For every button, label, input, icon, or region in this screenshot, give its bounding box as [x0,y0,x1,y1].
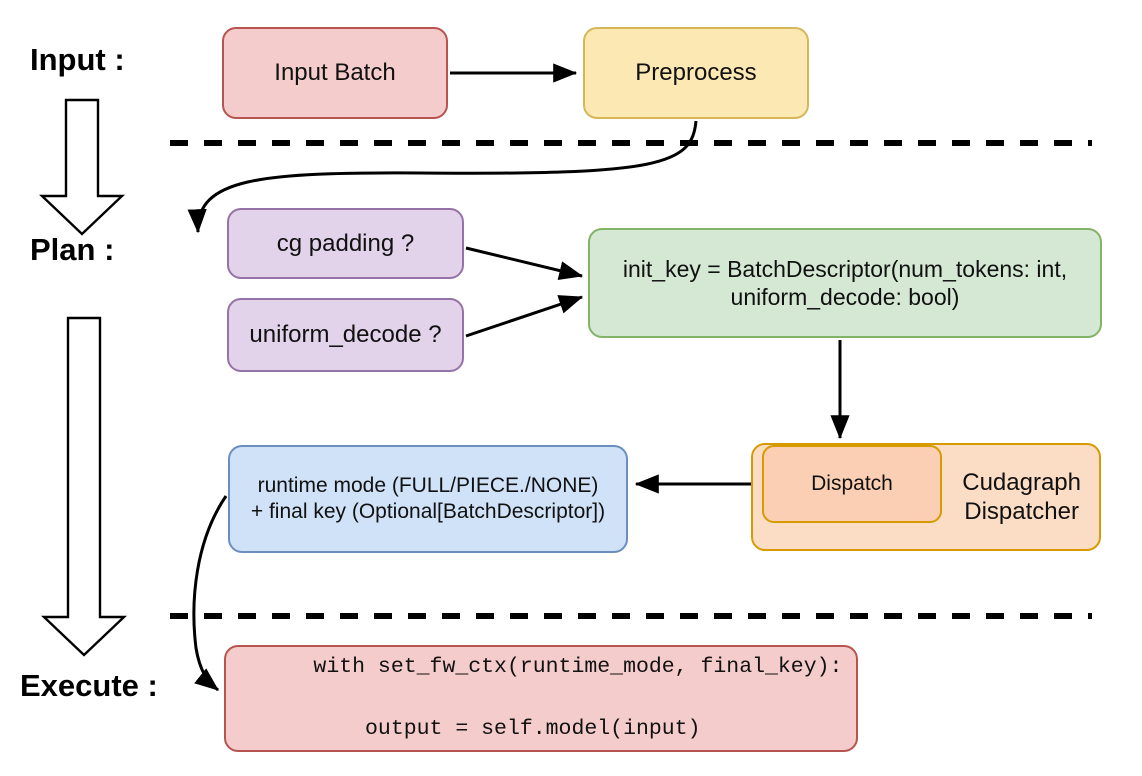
node-dispatch-label: Dispatch [811,472,893,496]
node-runtime-mode[interactable]: runtime mode (FULL/PIECE./NONE) + final … [228,445,628,553]
stage-label-execute: Execute : [20,668,158,703]
exec-code-line2: output = self.model(input) [313,717,701,742]
node-input-batch-label: Input Batch [274,59,396,87]
node-input-batch[interactable]: Input Batch [222,27,448,119]
arrow-cgpadding-to-initkey [465,246,584,280]
node-init-key[interactable]: init_key = BatchDescriptor(num_tokens: i… [588,228,1102,338]
node-cg-padding-label: cg padding ? [276,229,415,257]
node-cudagraph-dispatcher-line2: Dispatcher [964,498,1079,525]
node-exec-code[interactable]: with set_fw_ctx(runtime_mode, final_key)… [224,645,858,752]
node-uniform-decode[interactable]: uniform_decode ? [227,298,464,372]
input-to-plan-block-arrow [38,98,126,236]
node-dispatch[interactable]: Dispatch [762,445,942,523]
node-cg-padding[interactable]: cg padding ? [227,208,464,279]
node-runtime-mode-line2: + final key (Optional[BatchDescriptor]) [250,500,606,523]
stage-label-input: Input : [30,42,125,77]
node-cudagraph-dispatcher-line1: Cudagraph [962,468,1081,496]
node-runtime-mode-line1: runtime mode (FULL/PIECE./NONE) [257,474,599,498]
stage-label-plan: Plan : [30,232,115,267]
exec-code-line1: with set_fw_ctx(runtime_mode, final_key)… [313,654,843,679]
node-init-key-line1: init_key = BatchDescriptor(num_tokens: i… [622,255,1068,282]
node-preprocess-label: Preprocess [635,59,757,87]
node-preprocess[interactable]: Preprocess [583,27,809,119]
arrow-uniformdecode-to-initkey [465,295,584,338]
node-uniform-decode-label: uniform_decode ? [249,321,442,349]
plan-to-execute-block-arrow [40,316,128,657]
arrow-runtimemode-to-execcode [192,495,228,692]
node-init-key-line2: uniform_decode: bool) [730,284,960,310]
